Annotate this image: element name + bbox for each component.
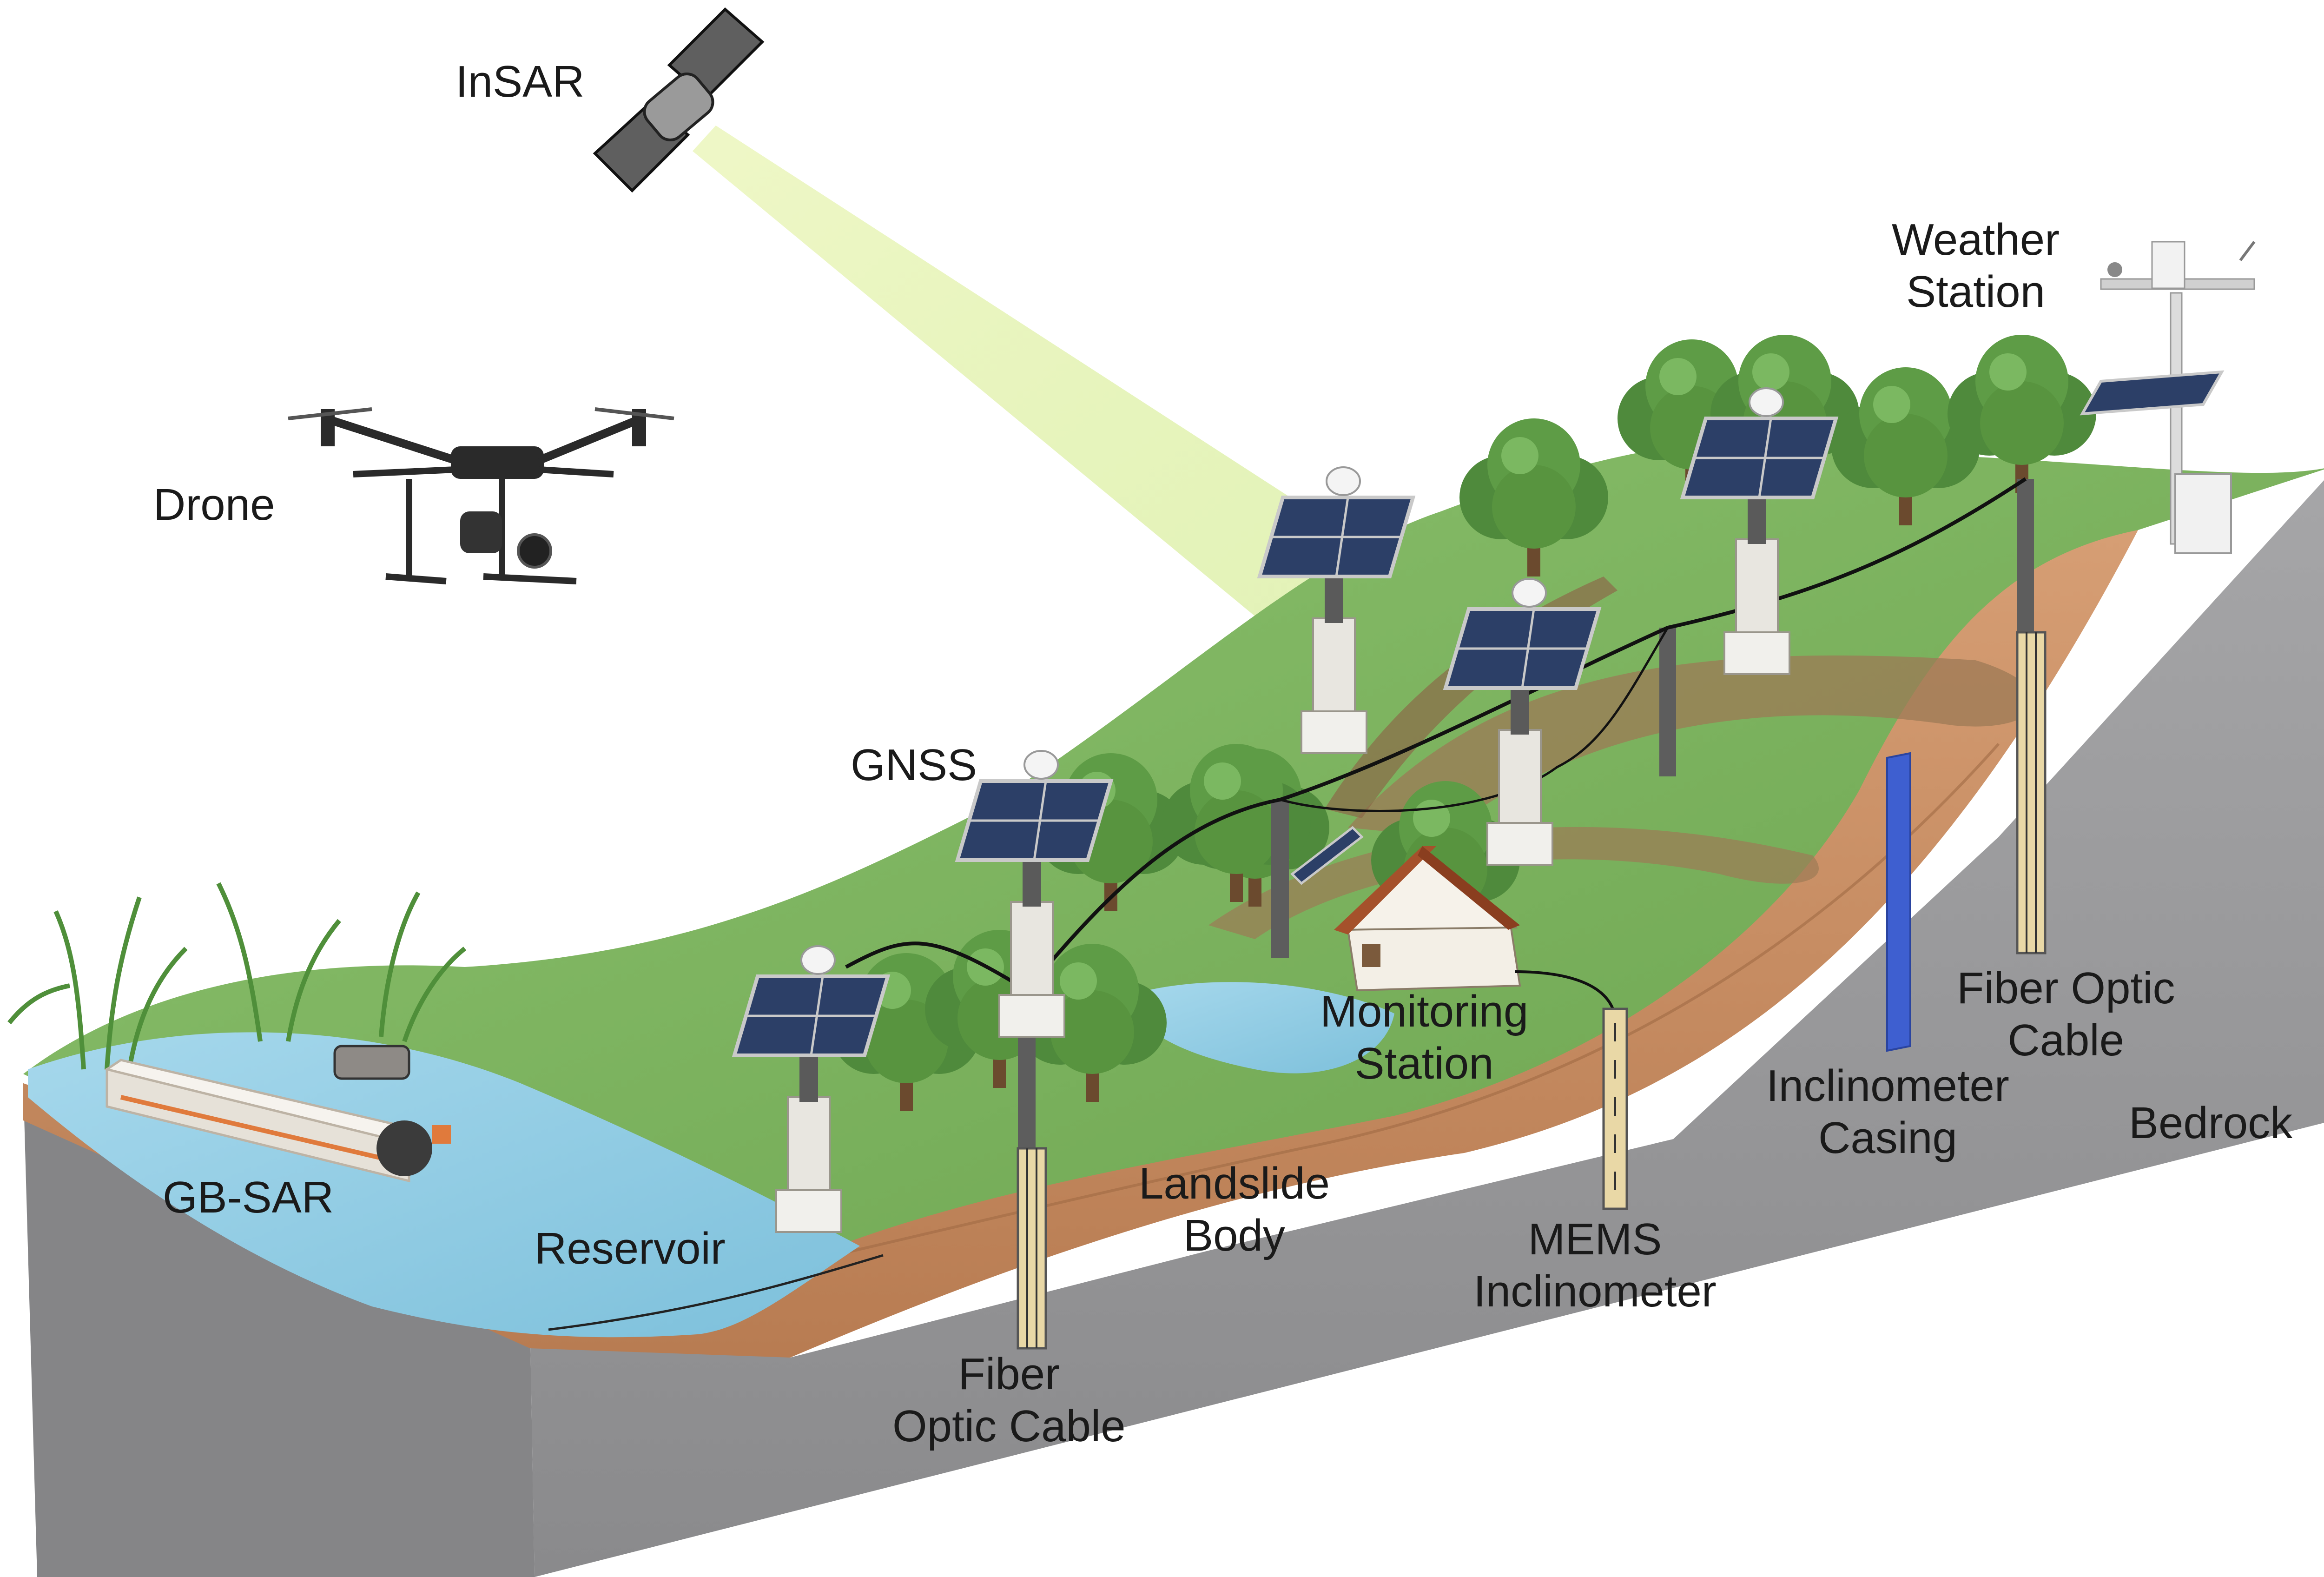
grass-tufts — [7, 882, 467, 1070]
bedrock-front-face — [530, 480, 2324, 1577]
label-inclinometer-casing: Inclinometer Casing — [1766, 1061, 2009, 1163]
label-gb-sar: GB-SAR — [163, 1173, 334, 1222]
weather-station — [2080, 241, 2256, 554]
inclinometer-casing — [1886, 752, 1911, 1052]
lower-scarp — [1208, 827, 1819, 939]
gb-sar — [104, 1045, 451, 1183]
pond — [1129, 982, 1394, 1073]
label-fiber-optic-cable-right: Fiber Optic Cable — [1957, 963, 2175, 1065]
label-landslide-body: Landslide Body — [1139, 1159, 1330, 1260]
label-gnss: GNSS — [851, 740, 977, 790]
label-bedrock: Bedrock — [2129, 1098, 2293, 1148]
insar-satellite — [593, 7, 765, 193]
label-drone: Drone — [153, 480, 275, 530]
house-cable — [1515, 970, 1614, 1010]
reservoir-cable — [548, 1254, 884, 1331]
label-insar: InSAR — [456, 57, 585, 106]
fiber-optic-cable-left — [1017, 1147, 1047, 1350]
insar-beam — [693, 126, 1348, 639]
label-mems-inclinometer: MEMS Inclinometer — [1473, 1214, 1717, 1316]
bedrock-left-face — [23, 1083, 535, 1577]
lateral-crack — [1325, 576, 1618, 818]
label-fiber-optic-cable-left: Fiber Optic Cable — [892, 1349, 1126, 1451]
label-reservoir: Reservoir — [535, 1224, 726, 1273]
label-weather-station: Weather Station — [1892, 215, 2060, 317]
label-monitoring-station: Monitoring Station — [1320, 987, 1529, 1088]
fiber-optic-cable-right — [2016, 631, 2047, 954]
monitoring-station-house — [1334, 846, 1521, 992]
house-solar-panel — [1290, 826, 1364, 885]
mems-inclinometer — [1602, 1007, 1628, 1210]
drone — [288, 407, 674, 584]
power-cable — [845, 477, 2027, 993]
upper-scarp — [1348, 655, 2035, 837]
